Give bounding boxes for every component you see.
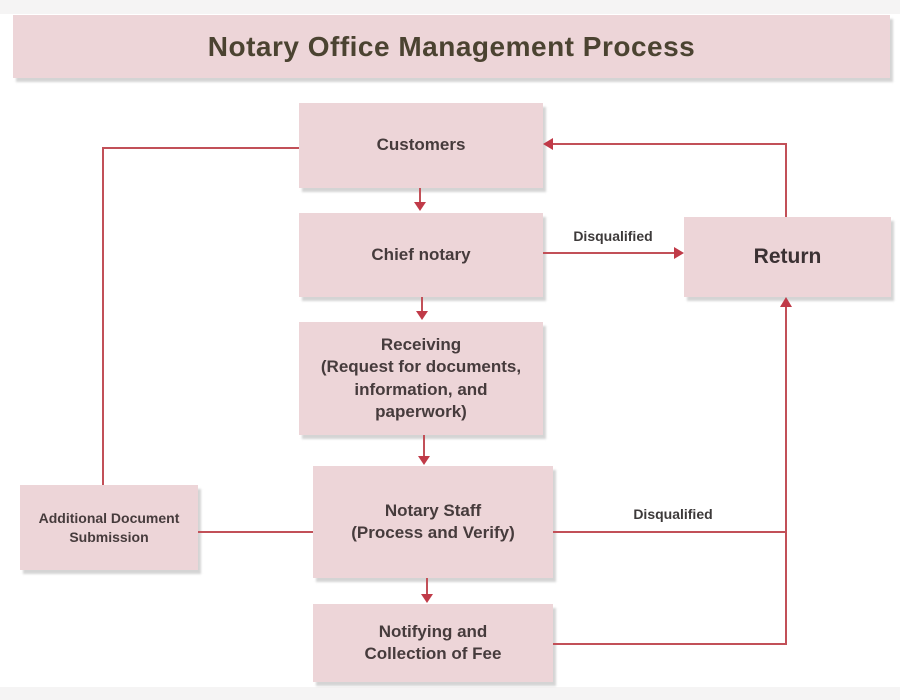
top-margin-strip — [0, 0, 900, 14]
node-receiving-label: Receiving (Request for documents, inform… — [320, 335, 522, 421]
arrowhead-down-chief-notary — [414, 202, 426, 211]
node-additional-doc-label: Additional Document Submission — [38, 510, 180, 545]
arrowhead-down-receiving — [416, 311, 428, 320]
edge-label-disqualified-chief: Disqualified — [573, 228, 653, 244]
edge-notary-staff-to-return — [553, 531, 787, 533]
node-return-label: Return — [753, 245, 822, 269]
diagram-title: Notary Office Management Process — [207, 30, 696, 62]
diagram-title-bar: Notary Office Management Process — [13, 15, 890, 78]
arrowhead-up-return — [780, 297, 792, 307]
arrowhead-left-customers — [543, 138, 553, 150]
edge-notary-staff-to-additional-doc — [198, 531, 313, 533]
arrowhead-down-notary-staff — [418, 456, 430, 465]
arrowhead-down-notifying — [421, 594, 433, 603]
edge-notary-staff-to-notifying — [426, 578, 428, 595]
node-chief-notary: Chief notary — [299, 213, 543, 297]
edge-notifying-to-return-horizontal — [553, 643, 787, 645]
node-chief-notary-label: Chief notary — [371, 244, 471, 264]
edge-riser-to-return-vertical — [785, 306, 787, 645]
bottom-margin-strip — [0, 687, 900, 700]
edge-additional-doc-to-customers-vertical — [102, 147, 104, 485]
edge-return-to-customers-horizontal — [552, 143, 787, 145]
node-additional-document-submission: Additional Document Submission — [20, 485, 198, 570]
edge-chief-notary-to-return — [543, 252, 674, 254]
edge-additional-doc-to-customers-horizontal — [102, 147, 299, 149]
node-customers: Customers — [299, 103, 543, 188]
edge-return-to-customers-vertical — [785, 144, 787, 217]
node-notary-staff-label: Notary Staff (Process and Verify) — [351, 500, 515, 542]
edge-customers-to-chief-notary — [419, 188, 421, 203]
edge-receiving-to-notary-staff — [423, 435, 425, 457]
arrowhead-right-return — [674, 247, 684, 259]
node-notary-staff: Notary Staff (Process and Verify) — [313, 466, 553, 578]
edge-chief-notary-to-receiving — [421, 297, 423, 312]
node-receiving: Receiving (Request for documents, inform… — [299, 322, 543, 435]
node-return: Return — [684, 217, 891, 297]
node-customers-label: Customers — [376, 135, 466, 155]
node-notifying-collection: Notifying and Collection of Fee — [313, 604, 553, 682]
edge-label-disqualified-staff: Disqualified — [633, 506, 713, 522]
node-notifying-label: Notifying and Collection of Fee — [364, 621, 502, 663]
